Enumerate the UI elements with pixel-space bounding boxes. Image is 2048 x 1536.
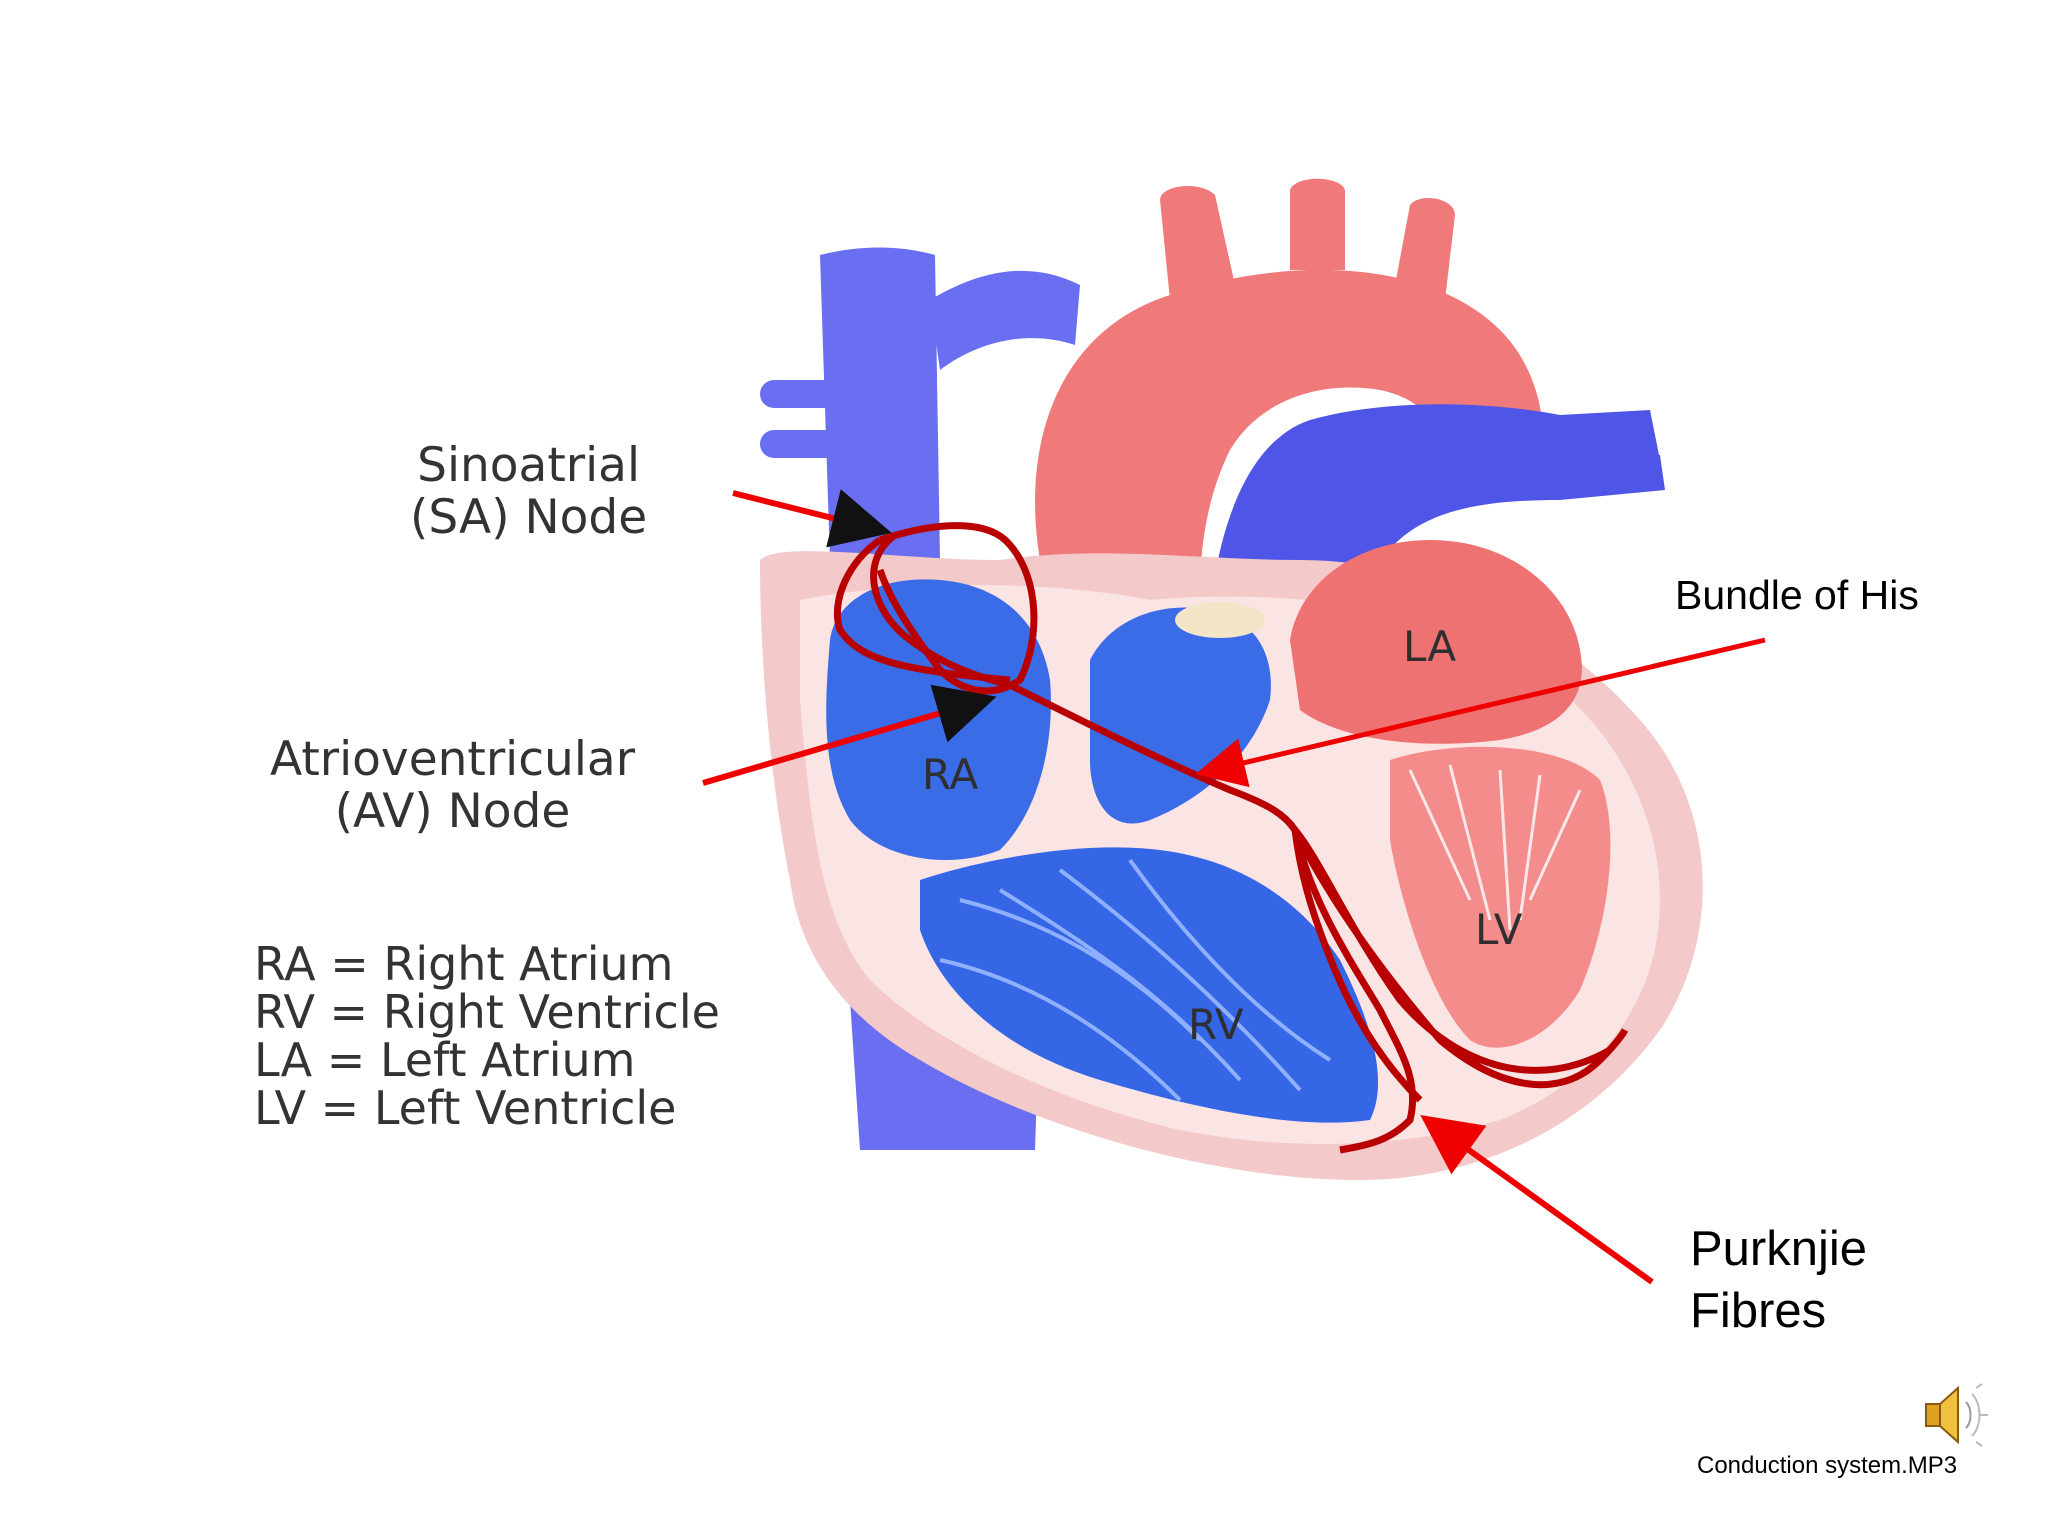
legend-item-la: LA = Left Atrium bbox=[254, 1033, 636, 1087]
purkinje-label-line2: Fibres bbox=[1690, 1284, 1827, 1338]
legend-item-rv: RV = Right Ventricle bbox=[254, 985, 720, 1039]
pulmonary-artery bbox=[1210, 404, 1665, 610]
bundle-of-his-arrow bbox=[1195, 637, 1766, 788]
av-node-label: Atrioventricular (AV) Node bbox=[270, 734, 635, 838]
chamber-legend: RA = Right Atrium RV = Right Ventricle L… bbox=[254, 940, 720, 1132]
left-atrium bbox=[1290, 540, 1582, 744]
sa-node-label-line1: Sinoatrial bbox=[417, 438, 641, 493]
legend-item-lv: LV = Left Ventricle bbox=[254, 1081, 677, 1135]
vena-cava bbox=[760, 247, 1080, 1150]
right-atrium bbox=[826, 579, 1051, 860]
aorta bbox=[1035, 178, 1544, 590]
bundle-of-his-label: Bundle of His bbox=[1675, 572, 1919, 618]
chamber-label-lv: LV bbox=[1475, 905, 1523, 954]
purkinje-arrow bbox=[1420, 1114, 1654, 1285]
legend-item-ra: RA = Right Atrium bbox=[254, 937, 674, 991]
chamber-label-rv: RV bbox=[1188, 1000, 1244, 1049]
chamber-label-ra: RA bbox=[922, 750, 979, 799]
right-ventricle bbox=[920, 847, 1379, 1123]
sa-node-label-line2: (SA) Node bbox=[410, 490, 648, 545]
purkinje-fibres-label: Purknjie Fibres bbox=[1690, 1218, 1867, 1342]
av-node-label-line1: Atrioventricular bbox=[270, 732, 636, 787]
chordae-tendineae bbox=[1408, 764, 1582, 931]
av-node-arrow bbox=[702, 684, 997, 786]
annotation-arrows bbox=[702, 489, 1766, 1285]
av-node-label-line2: (AV) Node bbox=[334, 784, 571, 839]
chamber-label-la: LA bbox=[1403, 622, 1457, 671]
speaker-icon[interactable] bbox=[1920, 1380, 1990, 1450]
audio-filename[interactable]: Conduction system.MP3 bbox=[1697, 1452, 1958, 1479]
conduction-pathway bbox=[833, 522, 1629, 1154]
purkinje-label-line1: Purknjie bbox=[1690, 1222, 1868, 1276]
sa-node-arrow bbox=[732, 489, 892, 548]
rv-trabeculae bbox=[939, 858, 1332, 1102]
sa-node-label: Sinoatrial (SA) Node bbox=[410, 440, 647, 544]
pulmonary-valve bbox=[1175, 602, 1265, 638]
left-ventricle bbox=[1390, 746, 1611, 1048]
